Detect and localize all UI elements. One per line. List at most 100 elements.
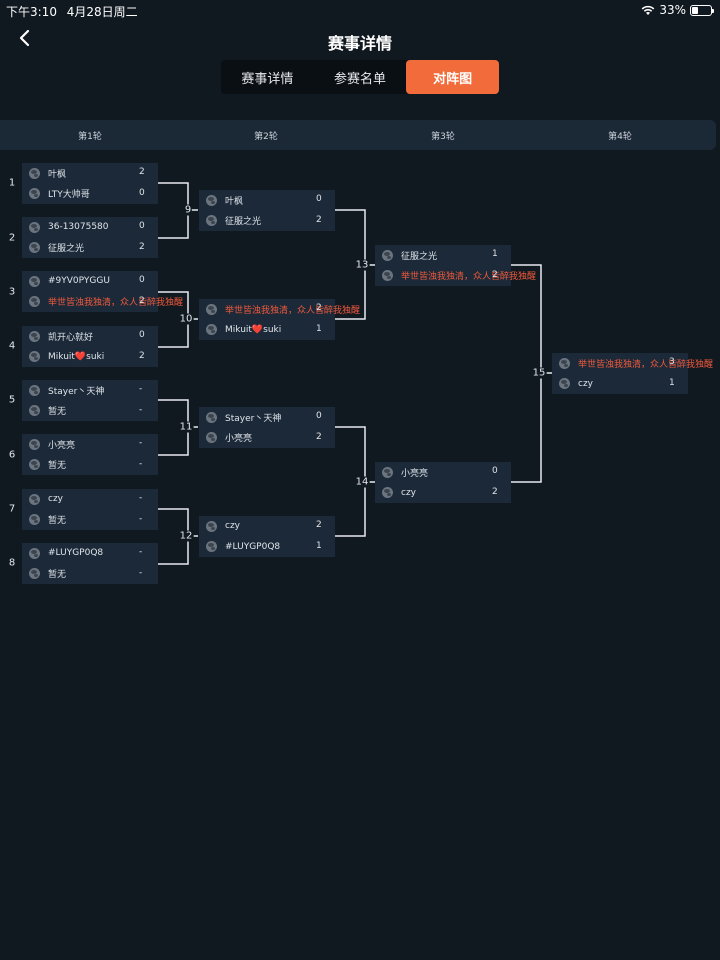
round-label-3: 第3轮 xyxy=(431,132,455,142)
back-button[interactable] xyxy=(12,26,36,50)
seed-number: 7 xyxy=(8,503,16,515)
seed-number: 1 xyxy=(8,177,16,189)
player-slot: #LUYGP0Q8- xyxy=(22,543,158,564)
match-card-r1-6[interactable]: 小亮亮- 暂无- xyxy=(22,434,158,475)
wifi-icon xyxy=(642,5,655,15)
tab-event-details[interactable]: 赛事详情 xyxy=(241,71,294,87)
player-score: 3 xyxy=(669,357,675,367)
player-name: 小亮亮 xyxy=(225,434,253,445)
avatar-icon xyxy=(382,466,393,478)
avatar-icon xyxy=(29,188,40,200)
player-name: 小亮亮 xyxy=(401,468,429,479)
player-name: 暂无 xyxy=(48,516,67,527)
player-score: 2 xyxy=(316,431,322,442)
player-score: 1 xyxy=(316,540,322,551)
date-text: 4月28日周二 xyxy=(66,5,138,19)
player-score: 2 xyxy=(316,520,322,530)
tab-participants[interactable]: 参赛名单 xyxy=(334,71,387,87)
tab-bracket[interactable]: 对阵图 xyxy=(406,60,500,94)
match-number: 14 xyxy=(354,476,370,488)
player-slot: 暂无- xyxy=(22,510,158,531)
player-score: 2 xyxy=(139,167,145,177)
player-score: - xyxy=(139,384,143,394)
player-slot: 暂无- xyxy=(22,455,158,476)
seed-number: 2 xyxy=(8,232,16,244)
player-slot: 暂无- xyxy=(22,564,158,585)
page-title: 赛事详情 xyxy=(327,34,392,53)
avatar-icon xyxy=(206,411,217,423)
player-score: 2 xyxy=(316,303,322,313)
battery-icon xyxy=(690,4,714,16)
player-score: 0 xyxy=(139,275,145,285)
avatar-icon xyxy=(29,296,40,308)
player-slot: czy- xyxy=(22,489,158,510)
avatar-icon xyxy=(206,324,217,336)
match-card-r1-7[interactable]: czy- 暂无- xyxy=(22,489,158,530)
player-name: 征服之光 xyxy=(401,251,438,262)
match-number: 9 xyxy=(183,204,193,216)
player-slot: 小亮亮- xyxy=(22,434,158,455)
player-slot: czy 2 xyxy=(199,516,335,537)
avatar-icon xyxy=(206,520,217,532)
player-score: - xyxy=(139,404,143,415)
avatar-icon xyxy=(206,303,217,315)
player-slot: Stayer丶天神 - xyxy=(22,380,158,401)
avatar-icon xyxy=(382,270,393,282)
player-score: 2 xyxy=(492,269,498,280)
match-card-r1-5[interactable]: Stayer丶天神 - 暂无- xyxy=(22,380,158,421)
avatar-icon xyxy=(206,194,217,206)
player-name: czy xyxy=(401,487,416,498)
player-name: 举世皆浊我独清，众人皆醉我独醒 xyxy=(48,298,184,309)
player-name: 凯开心就好 xyxy=(48,332,94,343)
avatar-icon xyxy=(559,378,570,390)
player-score: 0 xyxy=(316,194,322,204)
avatar-icon xyxy=(382,487,393,499)
player-name: Stayer丶天神 xyxy=(48,386,105,397)
avatar-icon xyxy=(206,541,217,553)
player-score: 2 xyxy=(139,350,145,361)
avatar-icon xyxy=(29,242,40,254)
player-name: #9YV0PYGGU xyxy=(48,276,110,287)
avatar-icon xyxy=(29,514,40,526)
player-score: 2 xyxy=(139,295,145,306)
seed-number: 5 xyxy=(8,394,16,406)
player-score: 2 xyxy=(316,214,322,225)
avatar-icon xyxy=(559,357,570,369)
player-slot: 暂无- xyxy=(22,401,158,422)
player-score: - xyxy=(139,547,143,557)
player-name: 举世皆浊我独清，众人皆醉我独醒 xyxy=(401,272,537,283)
seed-number: 3 xyxy=(8,286,16,298)
round-label-4: 第4轮 xyxy=(608,132,632,142)
match-card-r1-8[interactable]: #LUYGP0Q8- 暂无- xyxy=(22,543,158,584)
avatar-icon xyxy=(29,459,40,471)
avatar-icon xyxy=(29,405,40,417)
avatar-icon xyxy=(29,493,40,505)
tab-bar: 赛事详情 参赛名单 对阵图 xyxy=(221,60,500,94)
avatar-icon xyxy=(206,432,217,444)
avatar-icon xyxy=(29,351,40,363)
player-name: czy xyxy=(225,521,240,532)
player-name: 征服之光 xyxy=(48,244,85,255)
avatar-icon xyxy=(29,547,40,559)
